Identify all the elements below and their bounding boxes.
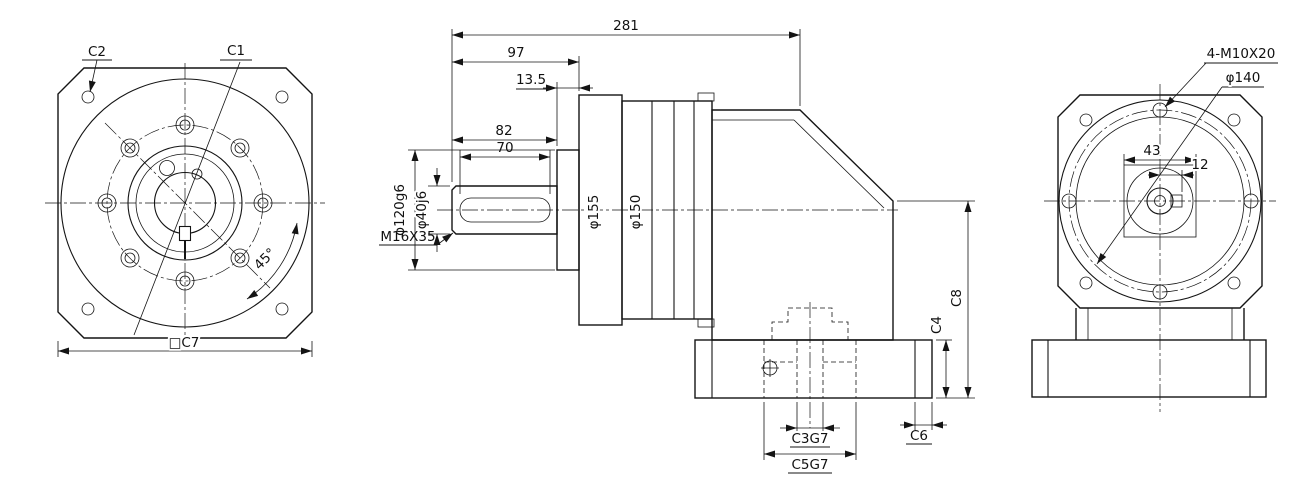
clamp-tab-top (697, 92, 715, 102)
output-hub (127, 145, 243, 261)
output-view-annotations: 4-M10X20 φ140 43 12 (1096, 46, 1278, 265)
dim-c3g7: C3G7 (791, 431, 828, 447)
housing-circle (1058, 99, 1262, 303)
pin-hole (159, 160, 175, 176)
dim-pilot-diameter: φ120g6 (392, 184, 408, 236)
dim-key-length: 70 (496, 140, 513, 156)
pin-hole (191, 168, 203, 180)
label-c1: C1 (227, 43, 245, 59)
dim-body-diameter: φ150 (628, 195, 644, 230)
dim-shaft-diameter: φ40j6 (414, 191, 430, 229)
side-view-dimensions: 281 97 13.5 82 70 φ120g6 (379, 18, 975, 475)
inner-boss-circle (1126, 167, 1194, 235)
dim-flange-diameter: φ155 (586, 195, 602, 230)
dim-bolt-spec: 4-M10X20 (1207, 46, 1276, 62)
dim-front-length: 97 (507, 45, 524, 61)
mounting-base (694, 339, 933, 399)
dim-c8: C8 (949, 289, 965, 307)
dim-square-c7: □C7 (169, 335, 200, 351)
dim-shaft-length: 82 (495, 123, 512, 139)
dim-overall-length: 281 (613, 18, 639, 34)
dim-c5g7: C5G7 (791, 457, 828, 473)
output-view: 4-M10X20 φ140 43 12 (1031, 46, 1278, 412)
corner-holes (81, 90, 289, 316)
dim-c6: C6 (910, 428, 928, 444)
spigot-square (1123, 164, 1197, 238)
mounting-foot (1031, 339, 1267, 398)
flange-circle (60, 78, 310, 328)
angle-dim-arc (246, 222, 299, 300)
dim-12: 12 (1191, 157, 1208, 173)
output-view-outline (1057, 94, 1263, 309)
hidden-base-detail (761, 307, 857, 398)
bolt-circle-140 (1068, 109, 1252, 293)
output-bore (1146, 187, 1174, 215)
dim-43: 43 (1143, 143, 1160, 159)
centerline-diagonal (104, 122, 271, 289)
bolt-hole-pattern (97, 115, 273, 291)
keyway (178, 225, 192, 242)
angle-housing (711, 109, 894, 341)
pedestal (1075, 308, 1245, 340)
clamp-tab-bottom (697, 318, 715, 328)
label-c2: C2 (88, 44, 106, 60)
dim-c4: C4 (929, 316, 945, 334)
bolt-circle (106, 124, 264, 282)
key (1170, 194, 1183, 208)
dim-tapped-hole: M16X35 (380, 229, 435, 245)
dim-spigot-length: 13.5 (516, 72, 546, 88)
front-view-outline (57, 67, 313, 339)
dim-bolt-circle-diameter: φ140 (1226, 70, 1261, 86)
shaft-keyway-slot (459, 197, 551, 223)
m10-bolt-holes (1061, 102, 1259, 300)
corner-holes (1079, 113, 1241, 290)
side-view: 281 97 13.5 82 70 φ120g6 (379, 18, 975, 475)
